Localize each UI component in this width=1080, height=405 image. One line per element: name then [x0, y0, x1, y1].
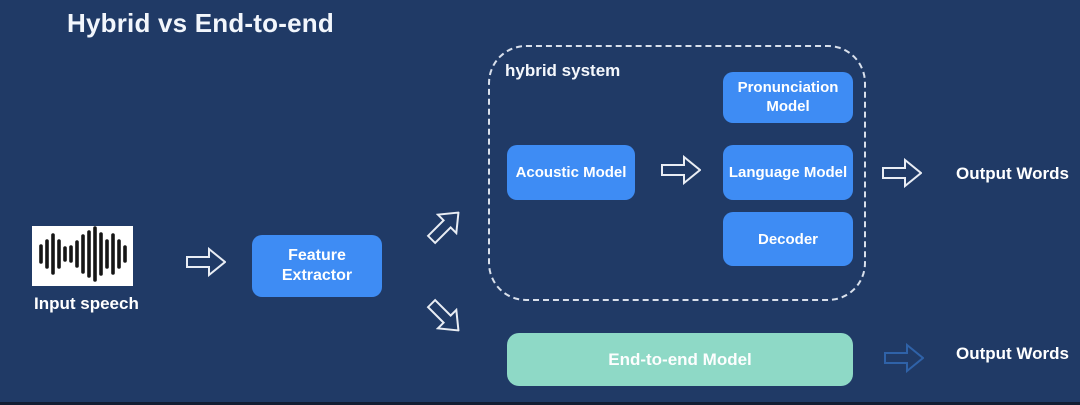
feature-extractor-box: Feature Extractor — [252, 235, 382, 297]
output-words-bottom-label: Output Words — [956, 344, 1069, 363]
hybrid-system-container — [488, 45, 866, 301]
bottom-edge-divider — [0, 402, 1080, 405]
arrow-right-blue-icon — [884, 343, 924, 373]
arrow-right-icon — [186, 247, 226, 277]
output-words-top-label: Output Words — [956, 164, 1069, 183]
audio-waveform-icon — [32, 224, 133, 289]
hybrid-system-label: hybrid system — [505, 61, 621, 80]
input-speech-icon-box — [32, 224, 133, 289]
arrow-up-right-icon — [420, 201, 469, 250]
arrow-right-icon — [882, 158, 922, 188]
arrow-right-icon — [661, 155, 701, 185]
decoder-box: Decoder — [723, 212, 853, 266]
pronunciation-model-box: Pronunciation Model — [723, 72, 853, 123]
end-to-end-model-box: End-to-end Model — [507, 333, 853, 386]
page-title: Hybrid vs End-to-end — [67, 8, 334, 38]
input-speech-label: Input speech — [34, 294, 139, 313]
language-model-box: Language Model — [723, 145, 853, 200]
acoustic-model-box: Acoustic Model — [507, 145, 635, 200]
arrow-down-right-icon — [420, 292, 469, 341]
